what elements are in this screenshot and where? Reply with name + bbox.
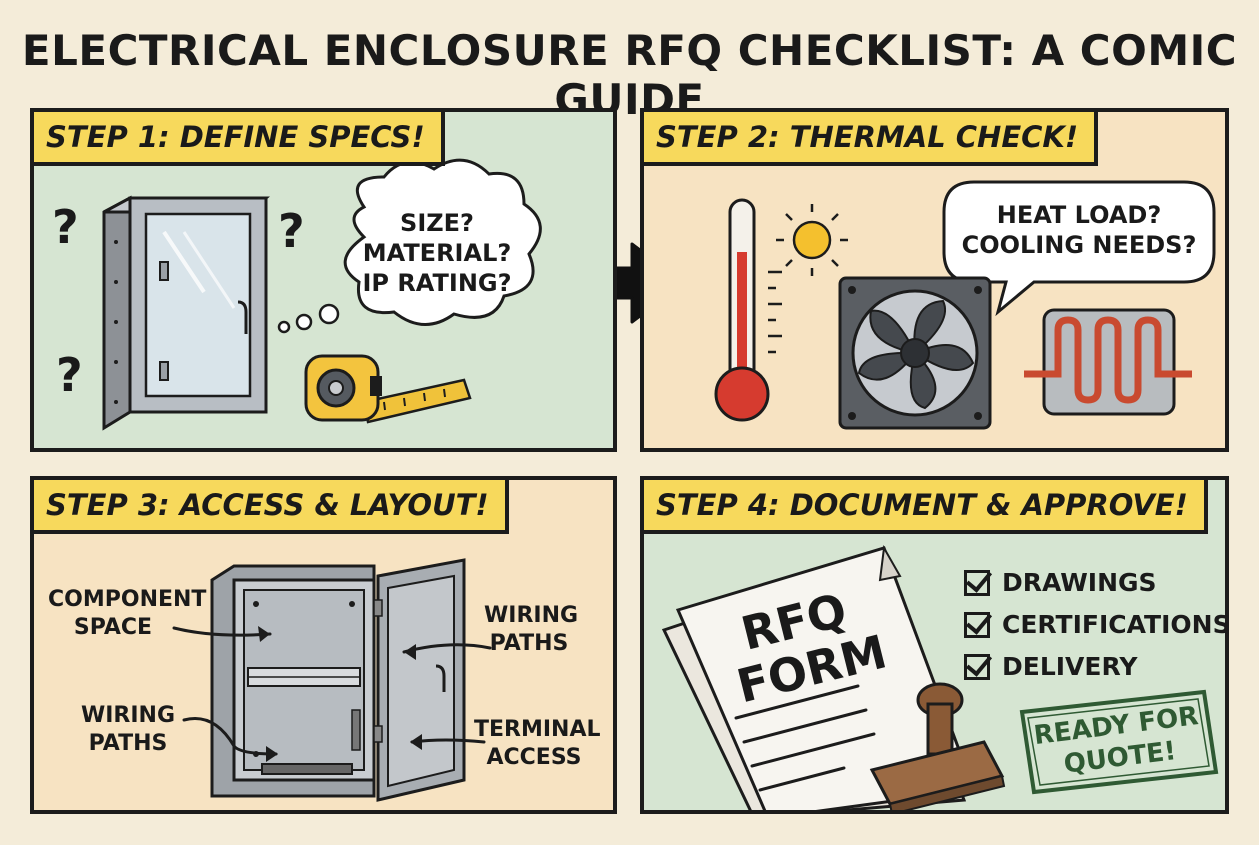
sun-icon (776, 204, 848, 276)
label-line: WIRING (80, 703, 176, 728)
checkbox-checked-icon (964, 653, 990, 680)
panel-step-1: STEP 1: DEFINE SPECS! ? ? ? SIZE? MATERI… (30, 108, 617, 452)
step4-illustration (661, 544, 1219, 810)
step2-caption: STEP 2: THERMAL CHECK! (644, 112, 1099, 166)
checklist-item-delivery: DELIVERY (964, 652, 1137, 681)
bubble-line: IP RATING? (362, 269, 512, 297)
step3-caption: STEP 3: ACCESS & LAYOUT! (34, 480, 509, 534)
wiring-paths-right-label: WIRING PATHS (484, 602, 579, 658)
checklist-label: DRAWINGS (1002, 568, 1157, 597)
component-space-label: COMPONENT SPACE (48, 586, 207, 642)
thermometer-icon (714, 198, 782, 422)
bubble-line: HEAT LOAD? (996, 201, 1162, 229)
step1-caption: STEP 1: DEFINE SPECS! (34, 112, 445, 166)
label-line: PATHS (88, 731, 168, 756)
heater-icon (1024, 308, 1192, 416)
question-mark-icon: ? (56, 348, 83, 402)
wiring-paths-left-label: WIRING PATHS (78, 702, 178, 758)
checkbox-checked-icon (964, 611, 990, 638)
checklist-label: CERTIFICATIONS (1002, 610, 1229, 639)
panel-step-2: STEP 2: THERMAL CHECK! HEAT LOAD? COOLIN… (640, 108, 1229, 452)
step2-illustration (714, 180, 1216, 430)
label-line: ACCESS (486, 745, 582, 770)
checkbox-checked-icon (964, 569, 990, 596)
bubble-line: COOLING NEEDS? (961, 231, 1197, 259)
approval-stamp-mark (1019, 689, 1219, 795)
fan-icon (838, 276, 992, 430)
panel-step-3: STEP 3: ACCESS & LAYOUT! COMPONENT SPACE… (30, 476, 617, 814)
question-mark-icon: ? (278, 204, 305, 258)
open-enclosure-icon (210, 558, 466, 802)
checklist-item-drawings: DRAWINGS (964, 568, 1157, 597)
label-line: SPACE (73, 615, 153, 640)
specs-thought-bubble: SIZE? MATERIAL? IP RATING? (352, 208, 522, 298)
rubber-stamp-icon (869, 682, 1006, 810)
label-line: COMPONENT (48, 587, 207, 612)
step4-caption: STEP 4: DOCUMENT & APPROVE! (644, 480, 1208, 534)
question-mark-icon: ? (52, 200, 79, 254)
tape-measure-icon (304, 354, 472, 424)
page-title: ELECTRICAL ENCLOSURE RFQ CHECKLIST: A CO… (21, 26, 1238, 124)
label-line: TERMINAL (474, 717, 601, 742)
thermal-speech-bubble: HEAT LOAD? COOLING NEEDS? (944, 200, 1214, 260)
bubble-line: SIZE? (400, 209, 474, 237)
rfq-document-icon (661, 544, 977, 810)
label-line: WIRING (484, 603, 579, 628)
step1-illustration (102, 158, 542, 431)
label-line: PATHS (489, 631, 569, 656)
step3-illustration (172, 558, 492, 802)
checklist-label: DELIVERY (1002, 652, 1138, 681)
terminal-access-label: TERMINAL ACCESS (474, 716, 601, 772)
enclosure-icon (102, 195, 270, 431)
panel-step-4: STEP 4: DOCUMENT & APPROVE! RFQ FORM DRA… (640, 476, 1229, 814)
bubble-line: MATERIAL? (362, 239, 512, 267)
checklist-item-certifications: CERTIFICATIONS (964, 610, 1229, 639)
